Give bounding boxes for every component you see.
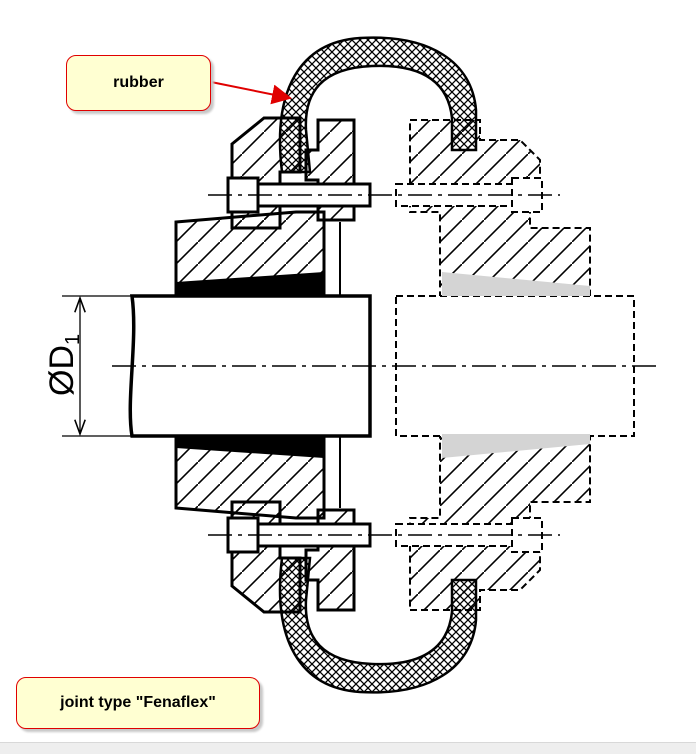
diameter-label: ØD1 xyxy=(34,332,90,396)
diameter-symbol: ØD xyxy=(43,345,81,396)
joint-type-callout: joint type "Fenaflex" xyxy=(16,677,260,729)
rubber-leader-arrow xyxy=(210,81,292,105)
diameter-dimension xyxy=(62,295,132,437)
joint-type-label: joint type "Fenaflex" xyxy=(60,694,216,711)
rubber-callout: rubber xyxy=(66,55,211,111)
rubber-label: rubber xyxy=(113,74,164,91)
diameter-subscript: 1 xyxy=(62,333,84,345)
rubber-tyre xyxy=(278,36,478,694)
bottom-divider xyxy=(0,742,696,754)
center-lines xyxy=(112,194,660,536)
right-hub-phantom xyxy=(395,119,635,611)
left-bolts xyxy=(226,176,372,554)
